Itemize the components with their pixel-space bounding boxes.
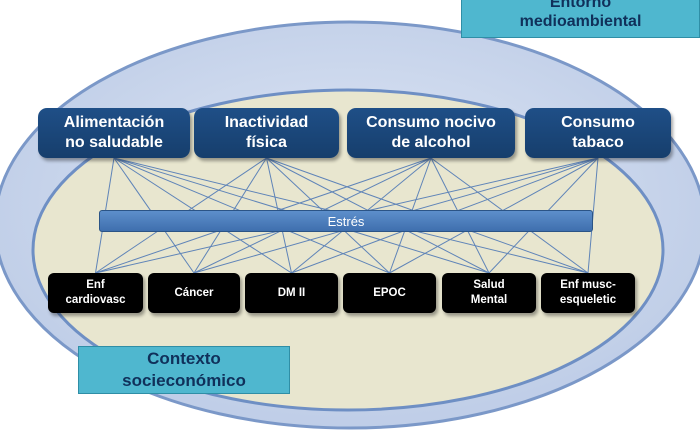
disease-epoc: EPOC [343, 273, 436, 313]
risk-factor-tabaco: Consumo tabaco [525, 108, 671, 158]
disease-musc: Enf musc- esqueletic [541, 273, 635, 313]
disease-salud-mental: Salud Mental [442, 273, 536, 313]
disease-cancer: Cáncer [148, 273, 240, 313]
environment-label: Entorno medioambiental [461, 0, 700, 38]
inner-ellipse [31, 88, 665, 412]
risk-factor-inactividad: Inactividad física [194, 108, 339, 158]
connector-tabaco-musc [587, 157, 599, 274]
stress-bar: Estrés [99, 210, 593, 232]
disease-cardiovasc: Enf cardiovasc [48, 273, 143, 313]
stress-label: Estrés [327, 213, 365, 229]
risk-factor-alcohol: Consumo nocivo de alcohol [347, 108, 515, 158]
context-label: Contexto socieconómico [78, 346, 290, 394]
disease-dm2: DM II [245, 273, 338, 313]
risk-factor-alimentacion: Alimentación no saludable [38, 108, 190, 158]
